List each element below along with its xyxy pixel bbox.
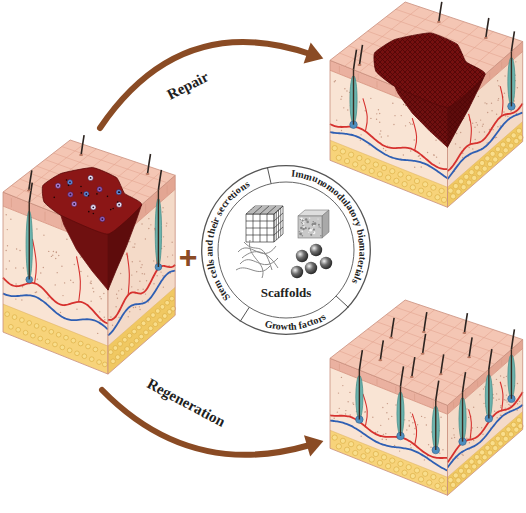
hair-follicle xyxy=(356,350,364,423)
hair-follicle xyxy=(508,31,516,110)
hair xyxy=(423,334,426,354)
hair-follicle xyxy=(350,50,358,129)
ring-label: Growth factors xyxy=(259,311,335,339)
hair xyxy=(441,354,444,374)
fibrous-scaffold xyxy=(236,240,278,278)
hair xyxy=(469,337,472,357)
hair xyxy=(486,18,489,38)
ring-label: Stem cells and their secretions xyxy=(204,178,258,304)
circle-outline xyxy=(201,165,371,335)
hair xyxy=(81,135,84,155)
microsphere xyxy=(305,262,317,274)
scaffold-icons xyxy=(236,206,332,278)
plus-sign: + xyxy=(179,239,198,276)
hair xyxy=(29,170,32,190)
microsphere xyxy=(310,244,322,256)
process-label: Regeneration xyxy=(144,375,228,430)
hair-follicle xyxy=(459,372,467,445)
hair xyxy=(391,318,394,338)
segment-divider xyxy=(240,307,249,321)
segment-divider xyxy=(336,296,349,308)
center-label: Scaffolds xyxy=(261,285,312,301)
segment-divider xyxy=(267,167,271,184)
ring-label: Immunomodulatory biomaterials xyxy=(284,168,368,289)
hair xyxy=(464,313,467,333)
hair-follicle xyxy=(508,329,516,402)
hair xyxy=(424,312,427,332)
lattice-scaffold xyxy=(246,206,283,242)
disc-ground xyxy=(201,165,371,335)
hair xyxy=(148,154,151,174)
microsphere xyxy=(291,266,303,278)
process-label: Repair xyxy=(164,68,211,103)
hair-follicle xyxy=(26,183,33,283)
hair xyxy=(412,357,415,377)
wounded-skin xyxy=(3,135,176,374)
hair-follicle xyxy=(397,366,405,439)
microsphere xyxy=(320,257,332,269)
scar-tissue xyxy=(130,2,526,162)
hair xyxy=(439,2,442,22)
porous-scaffold xyxy=(298,210,329,238)
scaffold-circle: Stem cells and their secretions Immunomod… xyxy=(201,165,371,335)
hair-follicle xyxy=(485,349,493,422)
regenerated-skin xyxy=(330,300,523,495)
wound-bed xyxy=(42,168,141,291)
hair xyxy=(360,45,363,65)
hair-follicle xyxy=(432,381,440,454)
microsphere xyxy=(296,250,308,262)
repair-arrow xyxy=(100,42,323,128)
hair xyxy=(380,340,383,360)
hair-follicle xyxy=(155,170,162,270)
